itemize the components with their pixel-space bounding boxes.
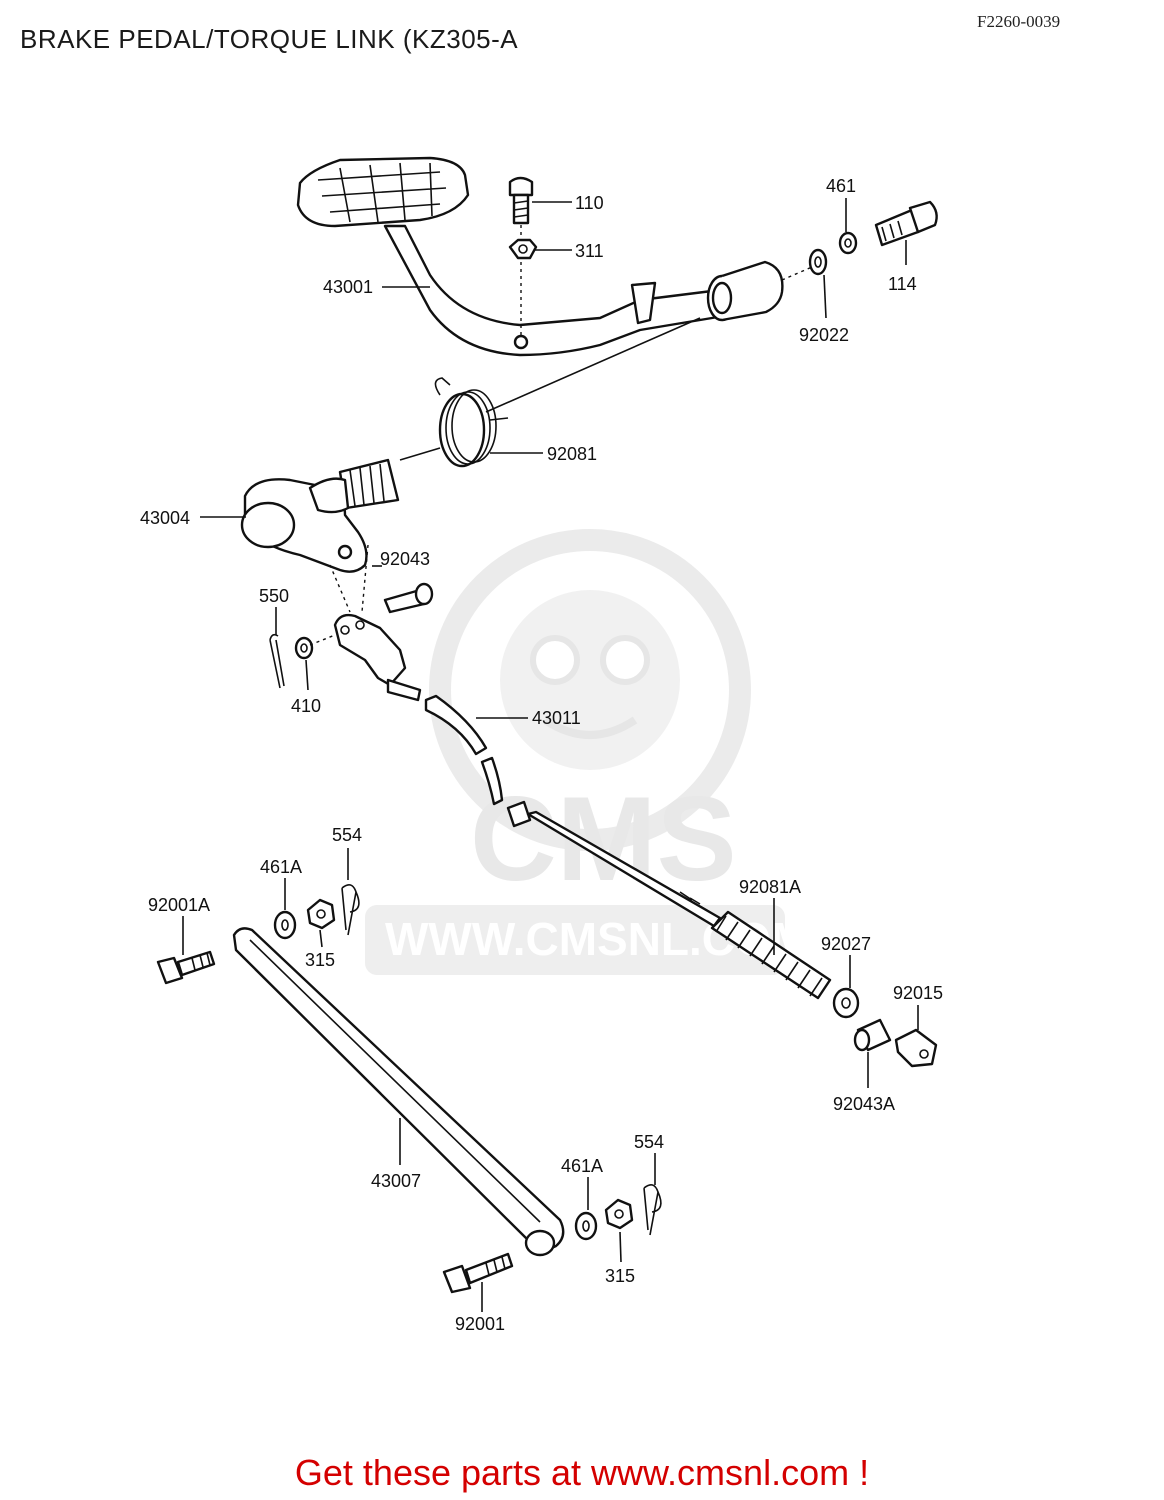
label-114: 114 bbox=[888, 274, 917, 294]
label-43007: 43007 bbox=[371, 1171, 421, 1191]
nut-92015 bbox=[894, 1028, 938, 1068]
torque-link-43007 bbox=[232, 927, 565, 1257]
label-461A-lower: 461A bbox=[561, 1156, 603, 1176]
bolt-92001 bbox=[442, 1252, 514, 1294]
page-title: BRAKE PEDAL/TORQUE LINK (KZ305-A bbox=[20, 24, 519, 54]
label-92043: 92043 bbox=[380, 549, 430, 569]
bolt-92001A bbox=[156, 950, 216, 985]
leader-lines bbox=[182, 198, 919, 1312]
pivot-92043A bbox=[853, 1018, 892, 1052]
washer-410 bbox=[294, 636, 314, 660]
washer-92022 bbox=[808, 248, 828, 276]
clip-554-lower bbox=[643, 1184, 662, 1236]
washer-461 bbox=[838, 231, 858, 255]
label-92027: 92027 bbox=[821, 934, 871, 954]
bolt-110 bbox=[508, 176, 534, 225]
brake-rod-43011 bbox=[424, 694, 722, 928]
label-550: 550 bbox=[259, 586, 289, 606]
diagram-code: F2260-0039 bbox=[977, 12, 1061, 31]
label-554-lower: 554 bbox=[634, 1132, 664, 1152]
shaft-arm-43004 bbox=[240, 458, 400, 573]
cms-watermark-logo: CMS WWW.CMSNL.COM bbox=[365, 529, 809, 975]
washer-461A-upper bbox=[273, 910, 297, 940]
label-92043A: 92043A bbox=[833, 1094, 895, 1114]
label-410: 410 bbox=[291, 696, 321, 716]
label-43011: 43011 bbox=[532, 708, 581, 728]
bolt-114 bbox=[874, 200, 938, 247]
label-461A-upper: 461A bbox=[260, 857, 302, 877]
cotter-pin-550 bbox=[269, 633, 285, 689]
label-92015: 92015 bbox=[893, 983, 943, 1003]
label-92001: 92001 bbox=[455, 1314, 505, 1334]
watermark-brand: CMS bbox=[470, 772, 737, 906]
washer-461A-lower bbox=[574, 1211, 598, 1241]
label-315-lower: 315 bbox=[605, 1266, 635, 1286]
label-92081: 92081 bbox=[547, 444, 597, 464]
label-43004: 43004 bbox=[140, 508, 190, 528]
nut-315-upper bbox=[306, 898, 336, 930]
label-92001A: 92001A bbox=[148, 895, 210, 915]
label-311: 311 bbox=[575, 241, 604, 261]
promo-link[interactable]: Get these parts at www.cmsnl.com ! bbox=[294, 1452, 870, 1493]
label-43001: 43001 bbox=[323, 277, 373, 297]
nut-311 bbox=[508, 238, 538, 260]
spring-92081A bbox=[710, 910, 832, 1000]
label-461: 461 bbox=[826, 176, 856, 196]
spring-92081 bbox=[434, 377, 509, 468]
label-92081A: 92081A bbox=[739, 877, 801, 897]
clip-554-upper bbox=[341, 884, 360, 936]
label-92022: 92022 bbox=[799, 325, 849, 345]
clevis-joint bbox=[333, 613, 422, 702]
washer-92027 bbox=[832, 987, 860, 1019]
label-315-upper: 315 bbox=[305, 950, 335, 970]
label-110: 110 bbox=[575, 193, 604, 213]
label-554-upper: 554 bbox=[332, 825, 362, 845]
pin-92043 bbox=[383, 582, 434, 614]
brake-pedal-43001 bbox=[296, 156, 784, 357]
nut-315-lower bbox=[604, 1198, 634, 1230]
